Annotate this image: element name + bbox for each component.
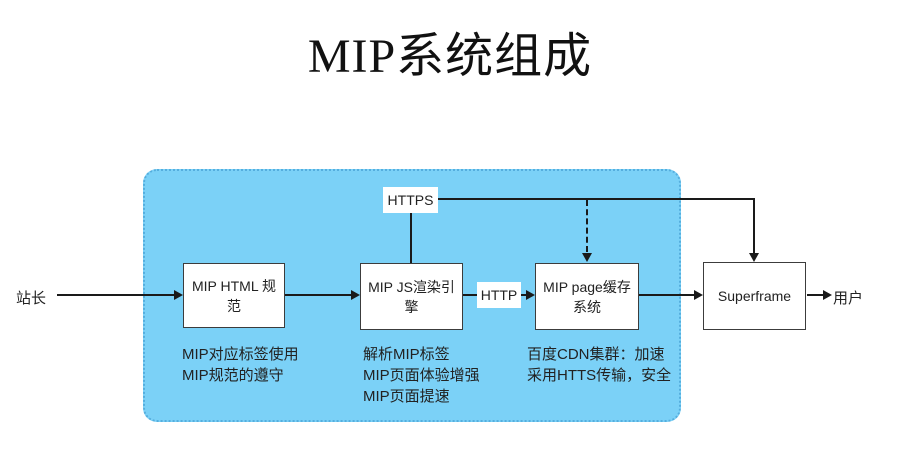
note-mip-js-line1: 解析MIP标签	[363, 346, 450, 363]
arrow-line-cache-to-superframe	[639, 294, 694, 296]
note-mip-cache-line1: 百度CDN集群：加速	[527, 346, 665, 363]
line-https-to-superframe	[753, 200, 755, 253]
node-mip-page-cache: MIP page缓存 系统	[535, 263, 639, 330]
node-mip-html-spec-line2: 范	[227, 297, 241, 314]
arrowhead-https-to-superframe	[749, 253, 759, 262]
arrowhead-https-to-cache	[582, 253, 592, 262]
arrowhead-superframe-to-user	[823, 290, 832, 300]
line-https-horizontal	[438, 198, 755, 200]
node-mip-js-engine: MIP JS渲染引 擎	[360, 263, 463, 330]
node-mip-html-spec: MIP HTML 规 范	[183, 263, 285, 328]
arrowhead-cache-to-superframe	[694, 290, 703, 300]
note-mip-cache: 百度CDN集群：加速 采用HTTS传输，安全	[527, 344, 671, 386]
diagram-title: MIP系统组成	[307, 30, 593, 83]
note-mip-html-line2: MIP规范的遵守	[182, 367, 284, 384]
node-mip-page-cache-line2: 系统	[573, 298, 601, 315]
note-mip-js-line2: MIP页面体验增强	[363, 367, 480, 384]
arrowhead-js-to-cache	[526, 290, 535, 300]
arrowhead-html-to-js	[351, 290, 360, 300]
node-mip-page-cache-line1: MIP page缓存	[543, 278, 631, 295]
node-mip-html-spec-line1: MIP HTML 规	[191, 277, 276, 294]
label-http: HTTP	[477, 282, 521, 308]
arrow-line-webmaster-to-html	[57, 294, 175, 296]
node-superframe-label: Superframe	[717, 288, 792, 304]
node-superframe: Superframe	[703, 262, 806, 330]
node-mip-js-engine-line2: 擎	[404, 298, 419, 315]
arrow-line-html-to-js	[285, 294, 351, 296]
line-https-to-js	[410, 213, 412, 263]
arrow-line-superframe-to-user	[807, 294, 824, 296]
note-mip-cache-line2: 采用HTTS传输，安全	[527, 367, 672, 384]
arrowhead-webmaster-to-html	[174, 290, 183, 300]
label-https: HTTPS	[383, 187, 438, 213]
node-mip-js-engine-line1: MIP JS渲染引	[368, 278, 455, 295]
label-webmaster: 站长	[16, 290, 47, 307]
note-mip-html: MIP对应标签使用 MIP规范的遵守	[182, 344, 299, 386]
label-user: 用户	[833, 290, 864, 307]
note-mip-js: 解析MIP标签 MIP页面体验增强 MIP页面提速	[363, 344, 480, 407]
note-mip-html-line1: MIP对应标签使用	[182, 346, 299, 363]
note-mip-js-line3: MIP页面提速	[363, 388, 450, 405]
dashed-line-https-to-cache	[586, 200, 588, 252]
